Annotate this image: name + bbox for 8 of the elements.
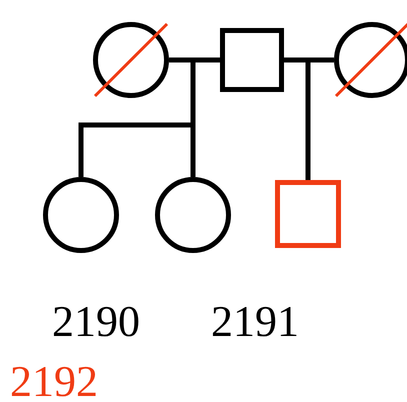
relationship-line xyxy=(169,58,220,62)
individual-id: 2190 xyxy=(52,300,140,344)
individual-id: 2191 xyxy=(211,300,299,344)
relationship-line xyxy=(284,58,334,62)
descent-line xyxy=(306,60,310,180)
descent-line xyxy=(190,125,196,177)
descent-line xyxy=(78,60,196,177)
individual-id: 2192 xyxy=(10,360,98,402)
